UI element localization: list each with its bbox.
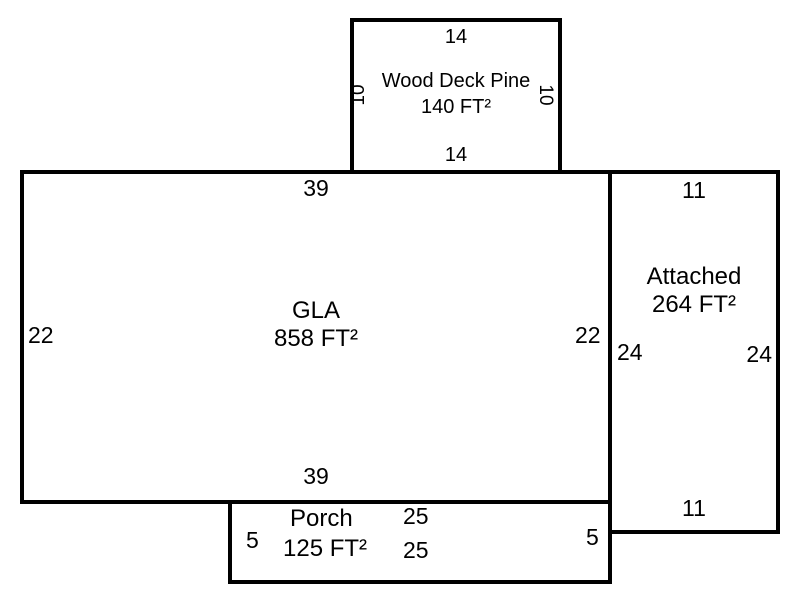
wood-deck-bottom-dimension: 14 (444, 144, 468, 166)
wood-deck-top-dimension: 14 (444, 26, 468, 48)
porch-left-dimension: 5 (246, 527, 259, 553)
gla-top-dimension: 39 (303, 175, 329, 201)
attached-bottom-dimension: 11 (682, 495, 706, 521)
attached-right-dimension: 24 (746, 341, 772, 367)
gla-left-dimension: 22 (28, 322, 54, 348)
attached-top-dimension: 11 (682, 177, 706, 203)
porch-outline (228, 500, 612, 584)
gla-label: GLA (291, 297, 341, 324)
wood-deck-left-dimension: 10 (348, 84, 369, 106)
gla-area-label: 858 FT² (273, 325, 359, 352)
wood-deck-right-dimension: 10 (535, 84, 556, 106)
wood-deck-area-label: 140 FT² (420, 96, 492, 118)
porch-area-label: 125 FT² (283, 535, 368, 562)
attached-left-dimension: 24 (617, 339, 643, 365)
attached-outline (608, 170, 780, 534)
porch-right-dimension: 5 (586, 524, 599, 550)
wood-deck-label: Wood Deck Pine (381, 70, 531, 92)
gla-bottom-dimension: 39 (303, 463, 329, 489)
gla-right-dimension: 22 (575, 322, 601, 348)
porch-bottom-dimension: 25 (403, 537, 429, 563)
attached-label: Attached (646, 263, 742, 290)
porch-label: Porch (290, 505, 353, 532)
attached-area-label: 264 FT² (651, 291, 737, 318)
porch-top-dimension: 25 (403, 503, 429, 529)
